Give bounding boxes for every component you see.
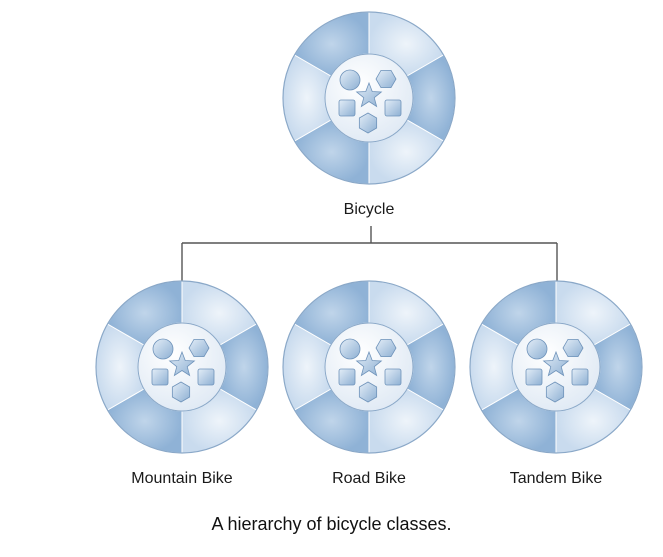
circle-shape-icon xyxy=(152,338,174,360)
class-label-bicycle: Bicycle xyxy=(344,201,395,218)
circle-shape-icon xyxy=(339,69,361,91)
hierarchy-connectors xyxy=(181,226,558,282)
wheel-outline xyxy=(282,11,456,185)
square-shape-icon xyxy=(197,368,215,386)
circle-shape-icon xyxy=(526,338,548,360)
class-label-tandem-bike: Tandem Bike xyxy=(510,470,603,487)
wheel-outline xyxy=(282,280,456,454)
class-node-road-bike xyxy=(282,280,456,454)
square-shape-icon xyxy=(338,368,356,386)
figure-caption: A hierarchy of bicycle classes. xyxy=(211,514,452,534)
square-shape-icon xyxy=(151,368,169,386)
star-shape-icon xyxy=(355,81,383,108)
hexagon-shape-icon xyxy=(358,112,378,134)
square-shape-icon xyxy=(384,368,402,386)
star-shape-icon xyxy=(355,350,383,377)
hexagon-shape-icon xyxy=(358,381,378,403)
wheel-outline xyxy=(95,280,269,454)
circle-shape-icon xyxy=(339,338,361,360)
star-shape-icon xyxy=(542,350,570,377)
hexagon-shape-icon xyxy=(188,338,210,358)
wheel-outline xyxy=(469,280,643,454)
hexagon-shape-icon xyxy=(562,338,584,358)
star-shape-icon xyxy=(168,350,196,377)
hexagon-shape-icon xyxy=(375,338,397,358)
hexagon-shape-icon xyxy=(171,381,191,403)
class-node-mountain-bike xyxy=(95,280,269,454)
square-shape-icon xyxy=(384,99,402,117)
square-shape-icon xyxy=(571,368,589,386)
class-label-mountain-bike: Mountain Bike xyxy=(131,470,232,487)
square-shape-icon xyxy=(338,99,356,117)
class-label-road-bike: Road Bike xyxy=(332,470,406,487)
square-shape-icon xyxy=(525,368,543,386)
class-node-tandem-bike xyxy=(469,280,643,454)
hexagon-shape-icon xyxy=(545,381,565,403)
class-node-bicycle xyxy=(282,11,456,185)
hexagon-shape-icon xyxy=(375,69,397,89)
